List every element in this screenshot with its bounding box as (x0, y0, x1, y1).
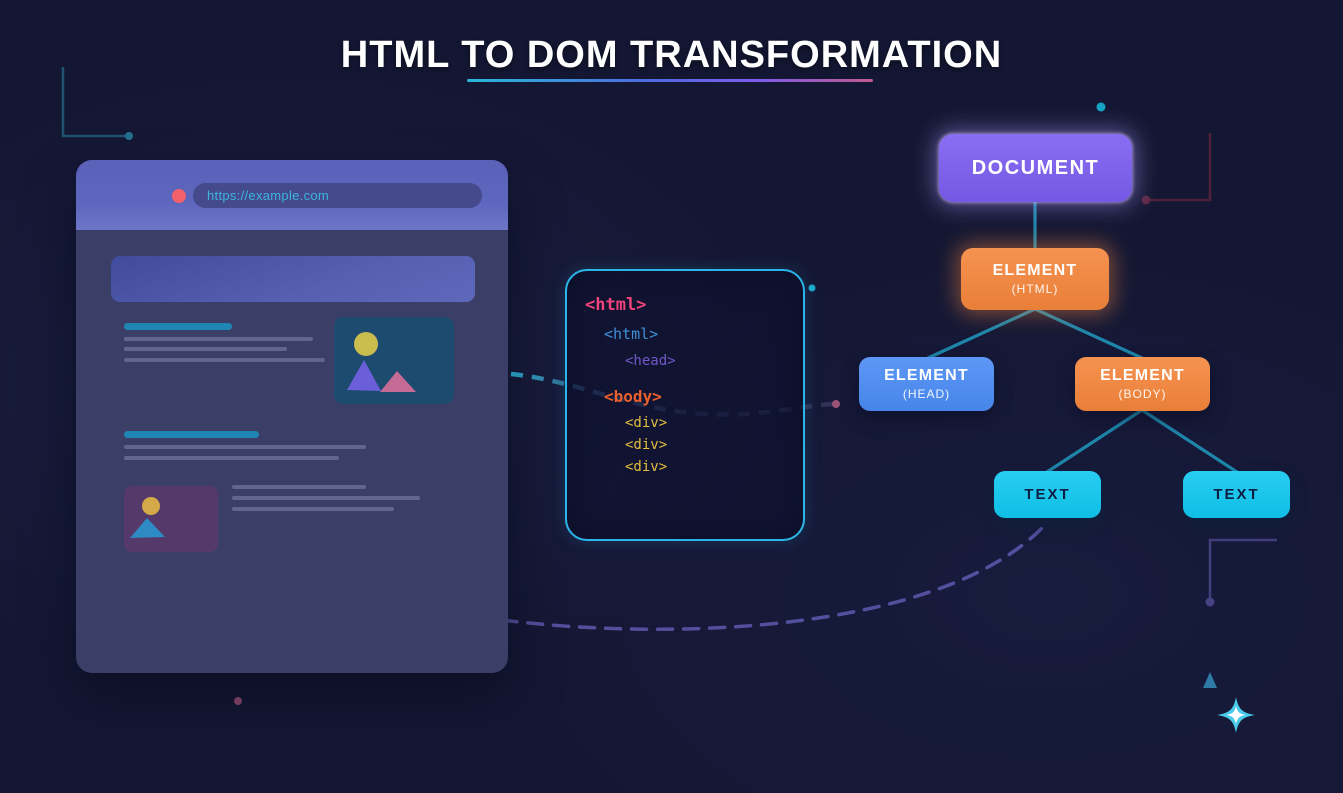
image-placeholder (334, 317, 454, 404)
code-line-html: <html> (604, 325, 659, 343)
text-line-placeholder (232, 496, 420, 500)
text-line-placeholder (124, 347, 287, 351)
node-label: TEXT (1213, 486, 1260, 503)
corner-bracket-top-right (1150, 133, 1212, 202)
dom-node-element-body: ELEMENT (BODY) (1075, 357, 1210, 411)
triangle-accent (1203, 672, 1217, 688)
cyan-dot-top-right (1096, 102, 1106, 112)
mountain-icon (130, 518, 165, 538)
corner-bracket-bottom-right (1208, 538, 1277, 598)
node-sublabel: (HTML) (1011, 282, 1059, 296)
code-line-div: <div> (625, 415, 668, 431)
bracket-dot-bottom-right (1205, 597, 1215, 607)
node-sublabel: (BODY) (1118, 387, 1167, 401)
connector-html-head (926, 307, 1037, 360)
node-sublabel: (HEAD) (902, 387, 951, 401)
dom-node-element-head: ELEMENT (HEAD) (859, 357, 994, 411)
dom-node-text-left: TEXT (994, 471, 1101, 518)
text-line-placeholder (124, 337, 313, 341)
connector-html-body (1033, 307, 1144, 360)
text-line-placeholder (124, 358, 325, 362)
browser-window: https://example.com (76, 160, 508, 673)
browser-toolbar: https://example.com (76, 160, 508, 230)
image-placeholder-art (347, 332, 416, 392)
dashed-curve-bottom (500, 526, 1044, 632)
code-line-head: <head> (625, 353, 676, 369)
node-label: ELEMENT (884, 367, 969, 384)
node-label: DOCUMENT (971, 156, 1100, 179)
mountain-icon (380, 371, 416, 392)
node-label: ELEMENT (1100, 367, 1185, 384)
text-line-placeholder (232, 507, 394, 511)
url-text: https://example.com (207, 188, 330, 203)
html-code-panel: <html> <html> <head> <body> <div> <div> … (565, 269, 805, 541)
title-underline (467, 79, 873, 82)
code-line-html-root: <html> (585, 295, 647, 315)
mountain-icon (347, 360, 381, 391)
text-line-placeholder (232, 485, 366, 489)
bracket-dot-top-left (125, 132, 133, 140)
dom-node-document: DOCUMENT (939, 134, 1132, 202)
traffic-light-close-button (172, 189, 186, 203)
node-label: TEXT (1024, 486, 1071, 503)
dom-node-text-right: TEXT (1183, 471, 1290, 518)
pink-dot-bottom-left (234, 697, 242, 705)
connector-body-text-left (1045, 408, 1144, 474)
sun-icon (142, 497, 160, 515)
page-title: HTML TO DOM TRANSFORMATION (340, 34, 1003, 76)
dom-node-element-html: ELEMENT (HTML) (961, 248, 1109, 310)
heading-placeholder (124, 323, 232, 330)
cyan-dot-code-block (808, 284, 816, 292)
sun-icon (354, 332, 378, 356)
pink-dot-middle (832, 400, 840, 408)
image-placeholder-art (130, 497, 165, 538)
corner-bracket-top-left (61, 67, 126, 138)
hero-banner-placeholder (111, 256, 475, 302)
text-line-placeholder (124, 445, 366, 449)
node-label: ELEMENT (992, 262, 1078, 279)
text-line-placeholder (124, 456, 339, 460)
code-line-div: <div> (625, 459, 668, 475)
connector-body-text-right (1140, 408, 1239, 474)
sparkle-core (1226, 706, 1246, 724)
bracket-dot-top-right (1141, 195, 1151, 205)
code-line-div: <div> (625, 437, 668, 453)
heading-placeholder (124, 431, 259, 438)
code-line-body: <body> (604, 387, 662, 406)
image-placeholder (124, 486, 218, 552)
url-bar: https://example.com (193, 183, 482, 208)
